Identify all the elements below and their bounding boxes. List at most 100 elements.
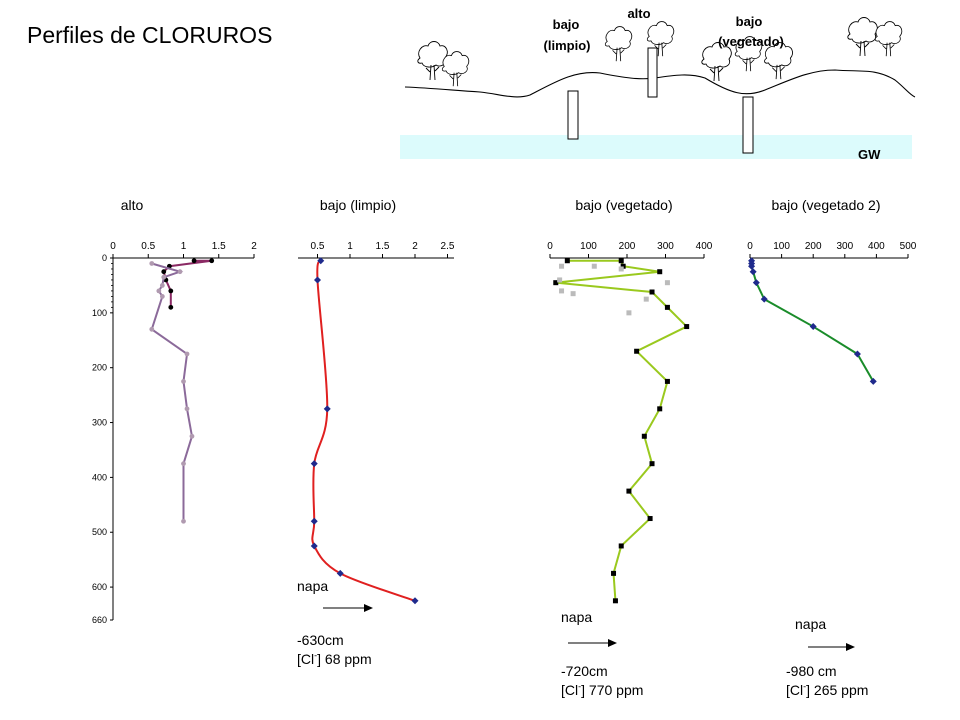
napa-conc-3: [Cl-] 265 ppm bbox=[786, 681, 869, 698]
data-point bbox=[156, 288, 162, 294]
data-point bbox=[168, 304, 174, 310]
data-point bbox=[181, 379, 186, 384]
napa-arrows bbox=[323, 604, 855, 651]
series-line-2 bbox=[150, 262, 193, 522]
data-point bbox=[641, 433, 647, 439]
napa-arrow-1 bbox=[323, 604, 373, 612]
x-tick-label: 200 bbox=[805, 241, 822, 252]
data-point bbox=[564, 258, 570, 264]
x-tick-label: 2 bbox=[251, 241, 257, 252]
data-point bbox=[553, 280, 559, 286]
data-point bbox=[626, 310, 632, 316]
napa-depth-1: -630cm bbox=[297, 632, 344, 648]
ground-profile bbox=[404, 69, 916, 98]
x-tick-label: 0.5 bbox=[141, 241, 155, 252]
data-point bbox=[314, 276, 321, 284]
data-point bbox=[159, 293, 165, 299]
tree-icon bbox=[441, 51, 470, 87]
x-tick-label: 300 bbox=[836, 241, 853, 252]
napa-conc-2: [Cl-] 770 ppm bbox=[561, 681, 644, 698]
napa-label-3: napa bbox=[795, 616, 827, 632]
x-tick-label: 1.5 bbox=[376, 241, 390, 252]
x-tick-label: 1.5 bbox=[212, 241, 226, 252]
y-tick-label: 600 bbox=[92, 582, 107, 592]
data-point bbox=[612, 598, 618, 604]
y-tick-label: 200 bbox=[92, 363, 107, 373]
tree-icon bbox=[701, 42, 732, 82]
data-point bbox=[649, 289, 655, 295]
data-point bbox=[749, 268, 757, 276]
data-point bbox=[168, 288, 174, 294]
data-point bbox=[657, 406, 663, 412]
data-point bbox=[557, 277, 563, 283]
well-alto bbox=[647, 47, 658, 98]
x-tick-label: 2.5 bbox=[441, 241, 455, 252]
tree-icon bbox=[646, 21, 675, 57]
x-tick-label: 100 bbox=[773, 241, 790, 252]
y-tick-label: 400 bbox=[92, 472, 107, 482]
series-line-1 bbox=[311, 260, 416, 602]
data-point bbox=[809, 323, 817, 331]
chart-title: bajo (limpio) bbox=[320, 197, 396, 213]
data-point bbox=[620, 263, 626, 269]
data-point bbox=[684, 324, 690, 330]
data-point bbox=[664, 378, 670, 384]
data-point bbox=[664, 280, 670, 286]
napa-arrow-3 bbox=[808, 643, 855, 651]
x-tick-label: 400 bbox=[696, 241, 713, 252]
data-point bbox=[559, 263, 565, 269]
bajo-vegetado-label-line2: (vegetado) bbox=[718, 34, 784, 49]
x-tick-label: 300 bbox=[657, 241, 674, 252]
data-point bbox=[209, 258, 215, 264]
data-point bbox=[411, 597, 419, 605]
y-tick-label: 0 bbox=[102, 253, 107, 263]
data-point bbox=[317, 257, 325, 265]
data-point bbox=[310, 460, 318, 468]
napa-conc-1: [Cl-] 68 ppm bbox=[297, 650, 372, 667]
x-tick-label: 400 bbox=[868, 241, 885, 252]
data-point bbox=[559, 288, 565, 294]
x-tick-label: 2 bbox=[412, 241, 418, 252]
data-point bbox=[618, 258, 624, 264]
groundwater-band bbox=[400, 135, 912, 159]
x-tick-label: 200 bbox=[619, 241, 636, 252]
bajo-limpio-label-line2: (limpio) bbox=[544, 38, 591, 53]
data-point bbox=[649, 461, 655, 467]
data-point bbox=[853, 350, 861, 358]
data-point bbox=[181, 518, 186, 524]
data-point bbox=[657, 269, 663, 275]
data-point bbox=[161, 274, 167, 280]
napa-depth-2: -720cm bbox=[561, 663, 608, 679]
data-point bbox=[184, 406, 190, 412]
data-point bbox=[323, 405, 331, 413]
well-bajo-vegetado bbox=[742, 96, 754, 154]
x-tick-label: 1 bbox=[347, 241, 353, 252]
tree-icons bbox=[417, 17, 903, 87]
data-point bbox=[161, 269, 167, 275]
napa-label-2: napa bbox=[561, 609, 593, 625]
tree-icon bbox=[604, 26, 633, 62]
x-tick-label: 100 bbox=[580, 241, 597, 252]
x-tick-label: 0 bbox=[747, 241, 753, 252]
page-title: Perfiles de CLORUROS bbox=[27, 22, 272, 48]
data-point bbox=[149, 261, 155, 266]
data-point bbox=[611, 570, 617, 576]
data-point bbox=[869, 377, 877, 385]
data-point bbox=[570, 291, 576, 297]
data-point bbox=[591, 263, 597, 269]
chart-title: bajo (vegetado) bbox=[575, 197, 672, 213]
chart-title: bajo (vegetado 2) bbox=[772, 197, 881, 213]
data-point bbox=[618, 543, 624, 549]
data-point bbox=[191, 258, 197, 264]
x-tick-label: 0 bbox=[110, 241, 116, 252]
tree-icon bbox=[734, 36, 763, 72]
data-point bbox=[189, 433, 195, 439]
napa-arrow-2 bbox=[568, 639, 617, 647]
data-point bbox=[760, 295, 768, 303]
data-point bbox=[336, 569, 344, 577]
alto-label: alto bbox=[627, 6, 650, 21]
